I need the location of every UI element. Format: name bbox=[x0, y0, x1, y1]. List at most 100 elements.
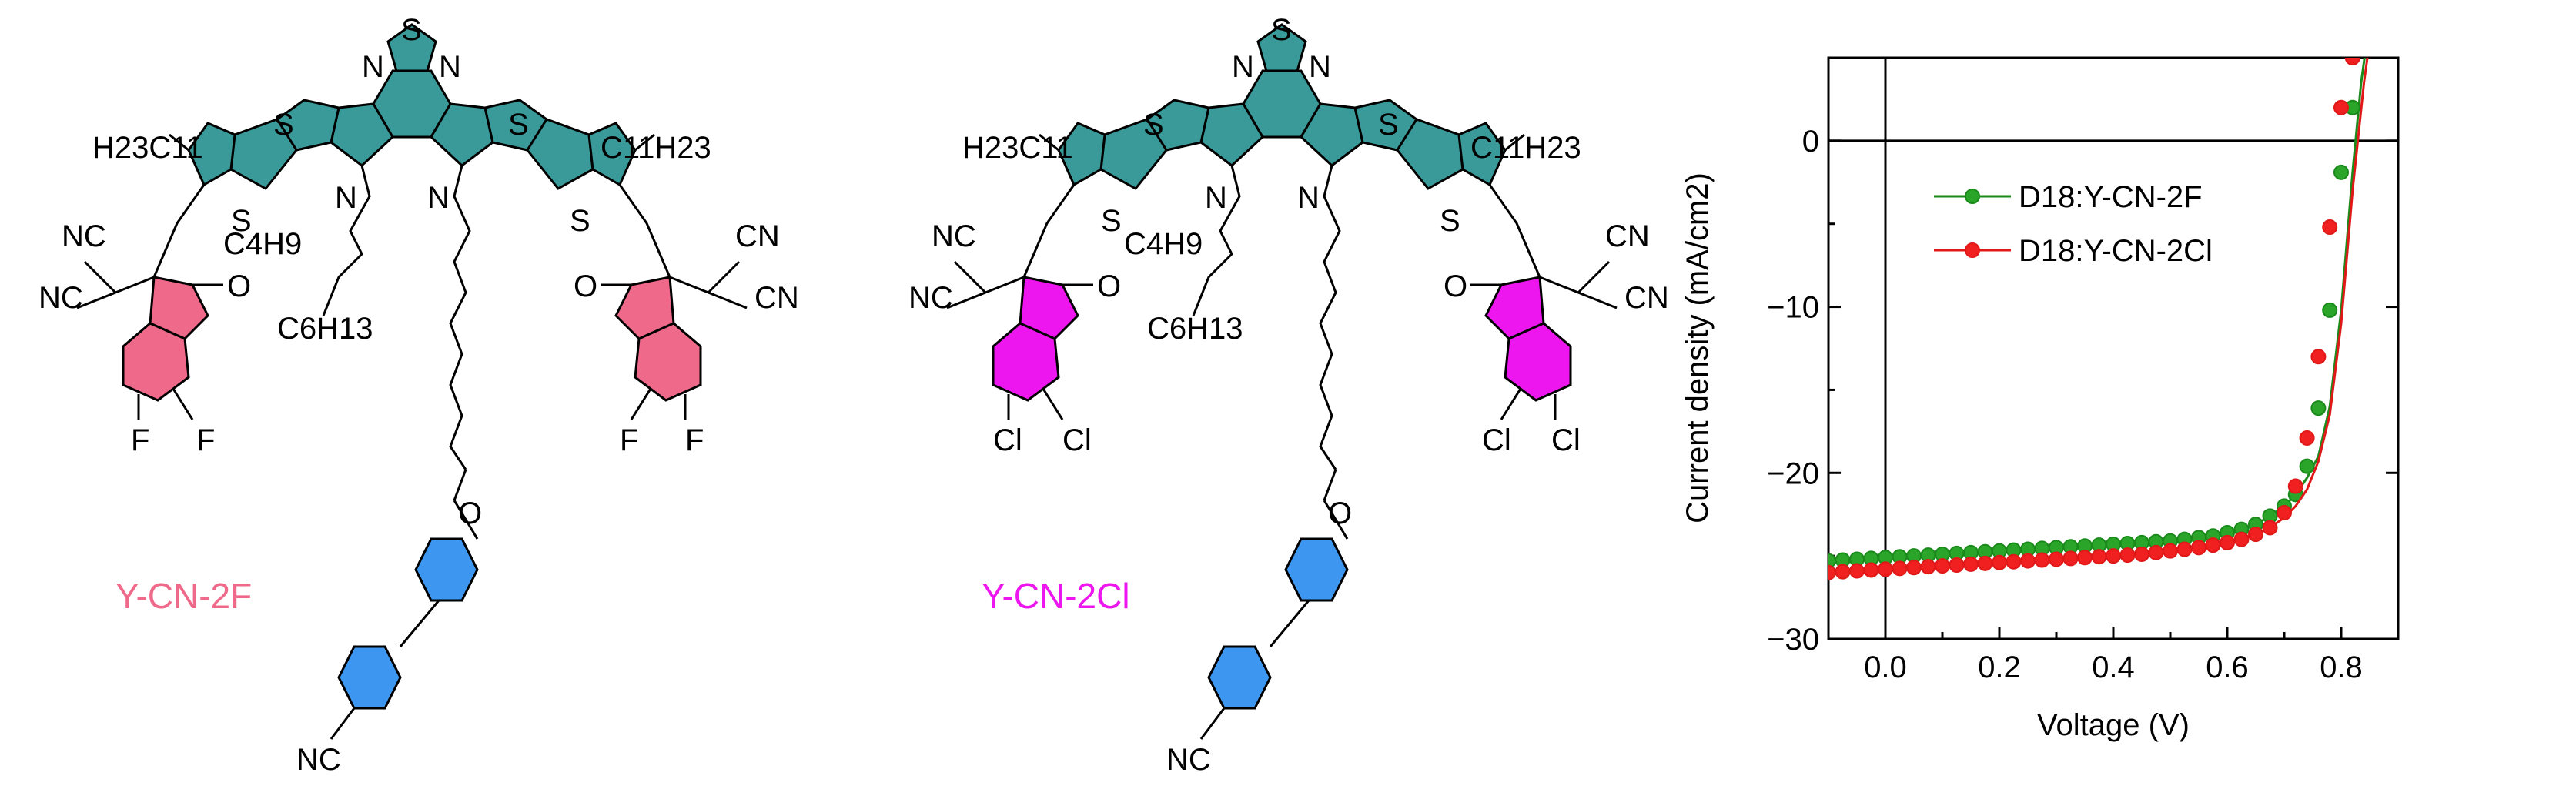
right-end-thiophene bbox=[1457, 122, 1507, 187]
label-alkyl-left: H23C11 bbox=[92, 131, 203, 165]
data-point bbox=[2191, 540, 2206, 556]
axis-ticks bbox=[1827, 139, 2398, 640]
molecule-y-cn-2f: S N N S S S S N N H23C11 C11H23 C4H9 C6H… bbox=[38, 13, 799, 777]
left-benzo-ring bbox=[992, 322, 1060, 402]
left-pyrrole-ring bbox=[1199, 102, 1264, 167]
x-tick-label: 0.0 bbox=[1864, 650, 1907, 684]
atom-s-top: S bbox=[401, 13, 422, 47]
atom-labels: S N N S S S S N N H23C11 C11H23 C4H9 C6H… bbox=[38, 13, 799, 777]
y-tick-label: 0 bbox=[1802, 125, 1819, 159]
data-point bbox=[2333, 164, 2349, 180]
data-point bbox=[1906, 560, 1922, 576]
biphenyl-cyano bbox=[330, 537, 479, 740]
right-outer-thiophene bbox=[526, 118, 594, 190]
label-alkyl-right: C11H23 bbox=[1470, 131, 1581, 165]
core-fused-rings bbox=[187, 23, 637, 190]
x-tick-label: 0.6 bbox=[2206, 650, 2249, 684]
vinyl-linkers bbox=[152, 133, 671, 278]
atom-hal-right-1: F bbox=[620, 423, 638, 457]
molecule-name-left: Y-CN-2F bbox=[115, 576, 252, 616]
atom-nc-left-1: NC bbox=[62, 219, 106, 253]
data-point bbox=[2119, 547, 2136, 564]
right-outer-thiophene bbox=[1396, 118, 1464, 190]
label-branch-c6: C6H13 bbox=[277, 312, 373, 346]
atom-cn-right-2: CN bbox=[1624, 281, 1669, 315]
atom-n-top-left: N bbox=[362, 50, 384, 84]
atom-cn-right-2: CN bbox=[754, 281, 799, 315]
label-alkyl-right: C11H23 bbox=[601, 131, 711, 165]
y-tick-label: −10 bbox=[1767, 291, 1819, 325]
atom-o-chain: O bbox=[1328, 497, 1352, 530]
biphenyl-cyano bbox=[1199, 537, 1349, 740]
legend-label: D18:Y-CN-2F bbox=[2019, 180, 2203, 214]
data-point bbox=[1863, 562, 1879, 578]
data-point bbox=[1849, 563, 1865, 579]
alkyl-chains bbox=[1192, 165, 1349, 540]
end-group-bonds bbox=[76, 260, 748, 420]
label-branch-c6: C6H13 bbox=[1147, 312, 1243, 346]
data-point bbox=[1992, 554, 2007, 570]
atom-n-top-left: N bbox=[1232, 50, 1254, 84]
data-point bbox=[2077, 550, 2093, 566]
vinyl-linkers bbox=[1022, 133, 1541, 278]
left-end-thiophene bbox=[1057, 122, 1106, 187]
left-outer-thiophene bbox=[1099, 118, 1168, 190]
end-group-bonds bbox=[946, 260, 1618, 420]
data-point bbox=[2310, 349, 2327, 365]
data-point bbox=[1963, 556, 1979, 572]
data-point bbox=[2344, 58, 2360, 65]
atom-hal-left-2: Cl bbox=[1062, 423, 1092, 457]
atom-hal-left-1: F bbox=[131, 423, 149, 457]
right-cyclopentanone bbox=[614, 276, 675, 340]
data-point bbox=[1878, 561, 1893, 577]
right-pyrrole-ring bbox=[1300, 102, 1364, 167]
data-point bbox=[2134, 546, 2149, 562]
label-branch-c4: C4H9 bbox=[223, 227, 302, 261]
label-branch-c4: C4H9 bbox=[1124, 227, 1203, 261]
data-point bbox=[2233, 531, 2250, 547]
data-point bbox=[1949, 557, 1965, 574]
legend-marker bbox=[1965, 242, 1980, 258]
right-benzo-ring bbox=[634, 322, 702, 402]
atom-hal-left-1: Cl bbox=[993, 423, 1022, 457]
left-end-thiophene bbox=[187, 122, 236, 187]
left-cyclopentanone bbox=[1019, 276, 1079, 340]
label-alkyl-left: H23C11 bbox=[962, 131, 1073, 165]
data-point bbox=[1935, 558, 1950, 574]
atom-o-right: O bbox=[574, 269, 597, 303]
atom-nc-left-1: NC bbox=[932, 219, 976, 253]
right-cyclopentanone bbox=[1484, 276, 1545, 340]
end-groups bbox=[122, 276, 702, 402]
atom-nc-left-2: NC bbox=[908, 281, 953, 315]
atom-o-left: O bbox=[227, 269, 251, 303]
atom-s-left-lower: S bbox=[231, 204, 252, 238]
data-point bbox=[2322, 219, 2338, 236]
left-benzo-ring bbox=[122, 322, 190, 402]
atom-hal-right-2: Cl bbox=[1551, 423, 1581, 457]
data-point bbox=[2287, 478, 2303, 494]
atom-o-chain: O bbox=[458, 497, 482, 530]
atom-s-right-upper: S bbox=[1378, 108, 1399, 142]
data-point bbox=[2006, 553, 2022, 570]
data-point bbox=[2333, 99, 2349, 115]
y-tick-label: −30 bbox=[1767, 623, 1819, 657]
series-line bbox=[1828, 58, 2366, 563]
x-tick-label: 0.8 bbox=[2320, 650, 2363, 684]
right-benzo-ring bbox=[1504, 322, 1572, 402]
left-outer-thiophene bbox=[229, 118, 298, 190]
atom-hal-left-2: F bbox=[196, 423, 215, 457]
atom-s-top: S bbox=[1271, 13, 1292, 47]
phenyl-ring-upper bbox=[1284, 537, 1349, 602]
x-tick-label: 0.2 bbox=[1978, 650, 2021, 684]
data-point bbox=[2248, 527, 2263, 543]
x-axis-label: Voltage (V) bbox=[2037, 708, 2190, 742]
atom-s-left-upper: S bbox=[1143, 108, 1164, 142]
atom-o-right: O bbox=[1444, 269, 1467, 303]
data-point bbox=[2277, 505, 2292, 521]
phenyl-ring-lower bbox=[337, 645, 402, 710]
data-point bbox=[2220, 534, 2235, 550]
atom-nc-bottom: NC bbox=[296, 743, 341, 777]
data-point bbox=[2091, 549, 2107, 565]
